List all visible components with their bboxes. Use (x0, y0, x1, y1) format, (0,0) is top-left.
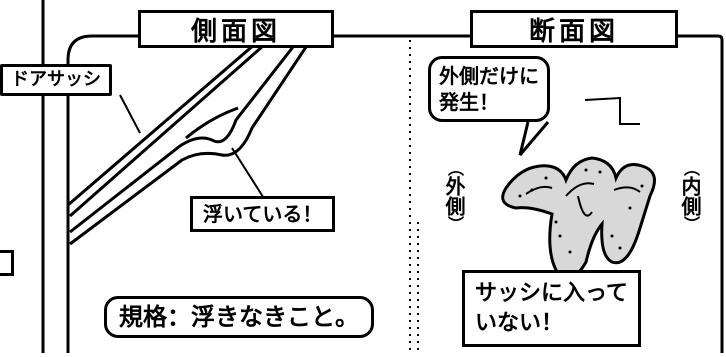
outside-only-callout: 外側だけに 発生！ (428, 56, 550, 122)
callout-tail (518, 121, 550, 156)
left-edge-glyph (0, 250, 14, 276)
note-line-1: サッシに入って (475, 281, 628, 306)
door-sash-label: ドアサッシ (0, 64, 112, 96)
outside-label: （外側） (442, 160, 466, 232)
leader-door-sash (119, 94, 141, 134)
callout-line-2: 発生！ (439, 90, 499, 114)
note-line-2: いない！ (475, 310, 564, 336)
not-in-sash-note: サッシに入って いない！ (462, 270, 641, 348)
sash-side-view (67, 36, 314, 246)
side-view-title: 側面図 (138, 10, 334, 48)
cross-section-title: 断面図 (470, 10, 678, 48)
sash-outline-cross (584, 96, 640, 125)
outside-label-text: 外側 (442, 176, 466, 216)
inside-label: （内側） (678, 160, 702, 232)
floating-label: 浮いている！ (190, 196, 336, 232)
outer-frame (66, 34, 724, 353)
callout-line-1: 外側だけに (439, 64, 539, 88)
standard-label: 規格：浮きなきこと。 (104, 296, 374, 338)
inside-label-text: 内側 (678, 176, 702, 216)
leader-floating (231, 147, 266, 201)
weatherstrip-cross-section (501, 156, 656, 280)
